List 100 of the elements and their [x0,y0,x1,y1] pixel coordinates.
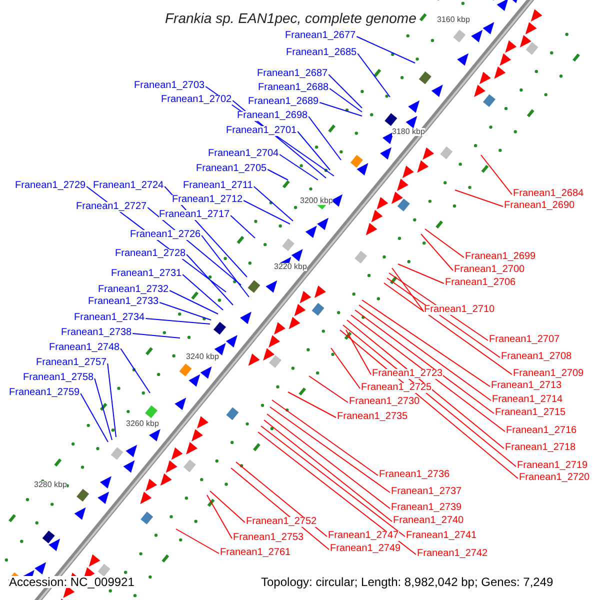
gene-label: Franean1_2690 [504,201,575,211]
leader-line [330,348,360,389]
gene-label: Franean1_2716 [506,426,577,436]
leader-line [392,268,424,311]
leader-line [201,235,250,298]
gene-label: Franean1_2706 [445,278,516,288]
gene-label: Franean1_2715 [495,408,566,418]
gene-label: Franean1_2730 [349,397,420,407]
gene-label: Franean1_2752 [246,517,317,527]
gene-label: Franean1_2732 [98,285,169,295]
gene-label: Franean1_2701 [226,126,297,136]
gene-label: Franean1_2731 [111,269,182,279]
leader-line [264,420,392,522]
leader-line [357,53,390,98]
leader-line [279,154,318,180]
gene-label: Franean1_2714 [492,395,563,405]
leader-line [356,36,416,64]
kbp-label: 3200 kbp [300,197,333,205]
gene-label: Franean1_2742 [417,549,488,559]
gene-label: Franean1_2687 [257,69,328,79]
leader-line [398,264,444,284]
kbp-label: 3160 kbp [437,16,470,24]
gene-label: Franean1_2688 [258,83,329,93]
leader-line [270,406,390,493]
gene-label: Franean1_2737 [391,487,462,497]
gene-label: Franean1_2759 [9,388,80,398]
gene-label: Franean1_2704 [208,149,279,159]
gene-label: Franean1_2724 [93,181,164,191]
title: Frankia sp. EAN1pec, complete genome [165,11,416,25]
gene-label: Franean1_2710 [424,305,495,315]
gene-label: Franean1_2734 [74,313,145,323]
gene-label: Franean1_2749 [330,544,401,554]
gene-label: Franean1_2698 [237,111,308,121]
gene-label: Franean1_2711 [183,181,253,191]
gene-label: Franean1_2736 [379,470,450,480]
gene-label: Franean1_2747 [328,531,399,541]
leader-line [384,282,512,375]
leader-line [260,426,406,537]
gene-label: Franean1_2738 [61,328,132,338]
leader-line [145,318,210,324]
gene-label: Franean1_2700 [454,265,525,275]
leader-line [94,378,112,440]
leader-line [346,330,372,375]
gene-label: Franean1_2685 [286,48,357,58]
gene-label: Franean1_2726 [130,230,201,240]
kbp-label: 3240 kbp [186,353,219,361]
gene-label: Franean1_2708 [501,352,572,362]
leader-line [386,278,500,358]
leader-line [329,88,362,112]
leader-line [230,468,330,550]
leader-line [424,228,464,258]
gene-label: Franean1_2729 [15,181,86,191]
gene-label: Franean1_2761 [220,548,291,558]
kbp-label: 3280 kbp [34,481,67,489]
leader-line [308,376,348,403]
gene-label: Franean1_2733 [88,297,159,307]
gene-label: Franean1_2748 [49,343,120,353]
leader-line [236,462,328,537]
leader-line [147,207,242,286]
gene-label: Franean1_2717 [159,210,230,220]
gene-label: Franean1_2713 [491,381,562,391]
leader-line [358,304,492,401]
genome-info-text: Topology: circular; Length: 8,982,042 bp; Genes: 7,249 [261,576,554,588]
gene-label: Franean1_2712 [172,195,243,205]
gene-label: Franean1_2702 [161,95,232,105]
gene-label: Franean1_2707 [489,335,560,345]
gene-label: Franean1_2740 [393,516,464,526]
leader-line [169,290,218,314]
leader-line [297,131,330,170]
gene-label: Franean1_2709 [513,369,584,379]
leader-line [210,490,246,523]
leader-line [186,254,234,306]
gene-label: Franean1_2719 [517,461,588,471]
leader-line [308,116,342,160]
leader-line [120,348,150,394]
leader-line [480,154,512,195]
leader-line [159,302,212,320]
leader-line [346,320,504,449]
leader-line [80,393,108,442]
leader-line [272,400,378,476]
leader-line [328,74,362,108]
gene-label: Franean1_2739 [391,503,462,513]
gene-label: Franean1_2677 [285,31,356,41]
gene-label: Franean1_2758 [23,373,94,383]
leader-line [319,102,362,116]
gene-label: Franean1_2735 [337,412,408,422]
gene-label: Franean1_2741 [406,531,477,541]
gene-label: Franean1_2725 [361,383,432,393]
leader-line [454,190,504,207]
gene-label: Franean1_2753 [233,533,304,543]
leader-line [107,363,116,438]
gene-label: Franean1_2757 [36,358,107,368]
leader-line [182,274,224,310]
gene-label: Franean1_2718 [505,443,576,453]
leader-line [132,333,180,338]
kbp-label: 3180 kbp [392,128,425,136]
leader-line [266,414,390,509]
leader-line [362,300,490,387]
leader-line [350,314,506,432]
leader-line [258,432,416,555]
